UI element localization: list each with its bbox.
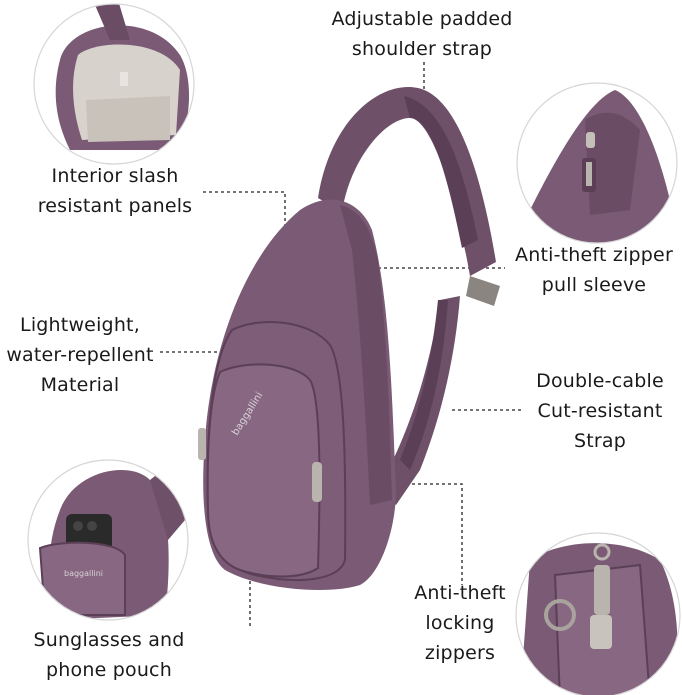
callout-zipper-sleeve: Anti-theft zipper pull sleeve [506, 240, 682, 300]
callout-cable-strap-line2: Cut-resistant [537, 400, 663, 422]
callout-locking-zippers: Anti-theft locking zippers [400, 578, 520, 668]
callout-shoulder-strap-line2: shoulder strap [351, 38, 493, 60]
callout-material: Lightweight, water-repellent Material [0, 310, 160, 400]
callout-zipper-sleeve-line1: Anti-theft zipper [515, 244, 673, 266]
callout-interior-panels-line1: Interior slash [51, 165, 179, 187]
callout-interior-panels-line2: resistant panels [37, 195, 193, 217]
callout-shoulder-strap-line1: Adjustable padded [331, 8, 513, 30]
callout-material-line3: Material [40, 374, 120, 396]
callout-interior-panels: Interior slash resistant panels [20, 161, 210, 221]
detail-interior-photo [34, 4, 194, 164]
detail-locking-zippers-photo [516, 533, 680, 695]
callout-material-line2: water-repellent [6, 344, 154, 366]
callout-sunglasses-pouch-line1: Sunglasses and [33, 629, 185, 651]
callout-sunglasses-pouch: Sunglasses and phone pouch [18, 625, 200, 685]
callout-shoulder-strap: Adjustable padded shoulder strap [320, 4, 524, 64]
pouch-logo: baggallini [64, 569, 103, 578]
callout-locking-zippers-line3: zippers [424, 642, 496, 664]
callout-locking-zippers-line2: locking [425, 612, 495, 634]
callout-zipper-sleeve-line2: pull sleeve [541, 274, 647, 296]
detail-zipper-sleeve-photo [517, 83, 677, 243]
callout-locking-zippers-line1: Anti-theft [414, 582, 506, 604]
sling-bag: baggallini [198, 86, 500, 590]
callout-cable-strap-line3: Strap [573, 430, 627, 452]
callout-material-line1: Lightweight, [20, 314, 140, 336]
callout-sunglasses-pouch-line2: phone pouch [46, 659, 172, 681]
detail-phone-pouch-photo: baggallini [28, 460, 188, 620]
callout-cable-strap: Double-cable Cut-resistant Strap [520, 366, 680, 456]
callout-cable-strap-line1: Double-cable [536, 370, 664, 392]
